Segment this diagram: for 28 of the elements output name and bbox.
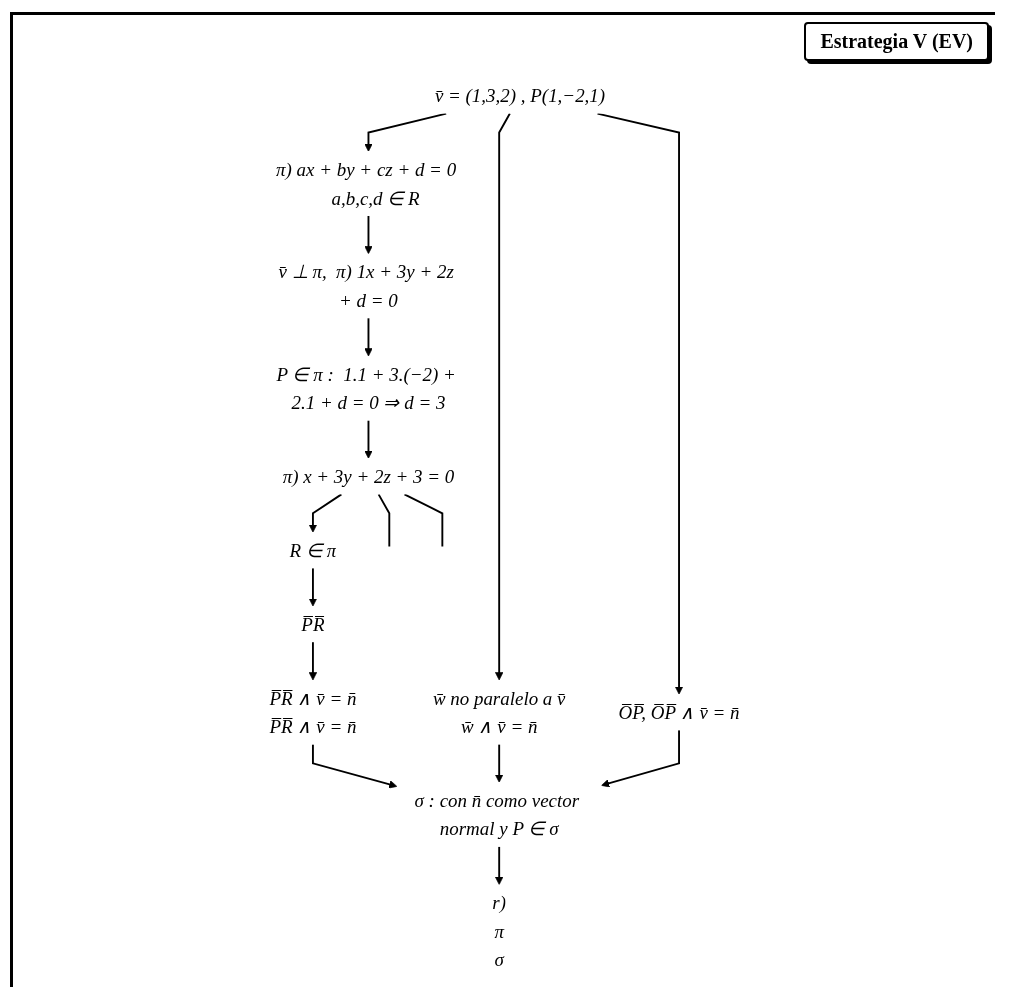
node-text: O̅P̅, O̅P̅ ∧ v̄ = n̄ bbox=[618, 701, 740, 723]
arrow bbox=[495, 845, 504, 885]
arrow bbox=[364, 112, 448, 152]
arrow bbox=[364, 214, 373, 255]
node-text: π) x + 3y + 2z + 3 = 0 bbox=[282, 465, 455, 487]
arrow bbox=[601, 729, 680, 788]
arrow bbox=[364, 419, 373, 459]
title-scroll: Estrategia V (EV) bbox=[804, 22, 989, 61]
node-text: P ∈ π : 1.1 + 3.(−2) + 2.1 + d = 0 ⇒ d = 3 bbox=[276, 363, 456, 413]
node-text: w̄ no paralelo a v̄ w̄ ∧ v̄ = n̄ bbox=[432, 687, 566, 737]
arrow bbox=[308, 567, 318, 607]
node-text: P̅R̅ bbox=[301, 613, 325, 635]
node-text: R ∈ π bbox=[289, 539, 337, 561]
arrow bbox=[596, 112, 684, 695]
connector bbox=[403, 493, 444, 548]
arrow bbox=[495, 112, 511, 681]
node-text: v̄ ⊥ π, π) 1x + 3y + 2z + d = 0 bbox=[278, 261, 454, 311]
arrow bbox=[308, 641, 318, 681]
node-text: r) π σ bbox=[492, 892, 507, 970]
node-text: v̄ = (1,3,2) , P(1,−2,1) bbox=[434, 85, 606, 106]
node-text: σ : con n̄ como vector normal y P ∈ σ bbox=[414, 789, 580, 840]
node-text: π) ax + by + cz + d = 0 a,b,c,d ∈ R bbox=[276, 159, 457, 209]
connector bbox=[377, 493, 391, 548]
arrow bbox=[495, 743, 504, 783]
arrow bbox=[364, 317, 373, 357]
node-text: P̅R̅ ∧ v̄ = n̄ P̅R̅ ∧ v̄ = n̄ bbox=[269, 687, 357, 737]
arrow bbox=[312, 743, 398, 789]
arrow bbox=[308, 493, 343, 533]
